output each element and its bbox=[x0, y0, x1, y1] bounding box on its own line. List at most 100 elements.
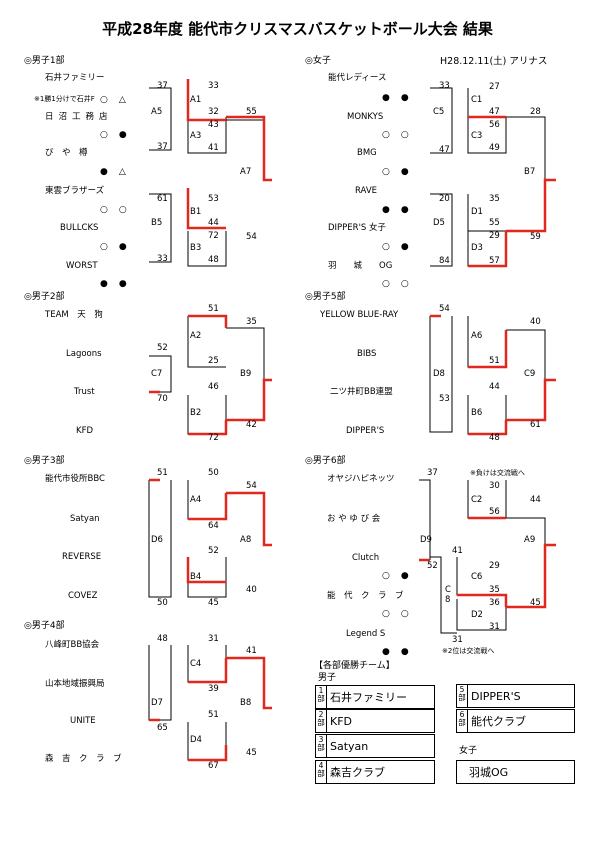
winners-title: 【各部優勝チーム】 bbox=[314, 661, 395, 671]
score: 47 bbox=[489, 107, 500, 117]
game-label: A1 bbox=[190, 95, 202, 105]
bracket-d6 bbox=[148, 480, 172, 598]
team-name: COVEZ bbox=[68, 591, 98, 601]
score: 35 bbox=[489, 585, 500, 595]
team-name: び や 樽 bbox=[45, 148, 88, 158]
team-name: BMG bbox=[357, 148, 377, 158]
score: 52 bbox=[208, 546, 219, 556]
team-name: お や ゆ び 会 bbox=[327, 514, 381, 524]
score: 56 bbox=[489, 120, 500, 130]
score: 35 bbox=[246, 317, 257, 327]
score: 51 bbox=[208, 304, 219, 314]
team-name: DIPPER'S bbox=[346, 426, 385, 436]
score: 37 bbox=[427, 468, 438, 478]
game-label: D3 bbox=[471, 243, 483, 253]
game-label: C 8 bbox=[445, 585, 451, 606]
winner-row-girls: 羽城OG bbox=[456, 760, 575, 784]
team-name: Clutch bbox=[352, 553, 380, 563]
score: 45 bbox=[246, 748, 257, 758]
win-b4 bbox=[186, 557, 226, 584]
score: 30 bbox=[489, 481, 500, 491]
section-men4: ◎男子4部 bbox=[24, 621, 65, 631]
score: 55 bbox=[246, 107, 257, 117]
bracket-b3 bbox=[187, 231, 227, 267]
winner-row: 1 部 石井ファミリー bbox=[315, 685, 435, 709]
team-name: Lagoons bbox=[66, 349, 102, 359]
score: 51 bbox=[157, 468, 168, 478]
win-b9 bbox=[226, 378, 272, 422]
score: 36 bbox=[489, 598, 500, 608]
game-label: A7 bbox=[240, 167, 252, 177]
team-name: 能代レディース bbox=[328, 73, 387, 83]
score: 33 bbox=[157, 254, 168, 264]
score: 64 bbox=[208, 521, 219, 531]
team-name: BULLCKS bbox=[60, 223, 99, 233]
team-name: WORST bbox=[66, 261, 98, 271]
score: 31 bbox=[489, 622, 500, 632]
record-marks: ○ ○ bbox=[382, 609, 410, 619]
score: 84 bbox=[439, 256, 450, 266]
score: 61 bbox=[530, 420, 541, 430]
win-a2 bbox=[188, 314, 228, 328]
game-label: D5 bbox=[433, 218, 445, 228]
team-name: Trust bbox=[74, 387, 95, 397]
winner-team: 石井ファミリー bbox=[330, 691, 407, 704]
score: 37 bbox=[157, 142, 168, 152]
winner-team: Satyan bbox=[330, 739, 369, 753]
score: 56 bbox=[489, 507, 500, 517]
game-label: C9 bbox=[524, 369, 536, 379]
bracket-c5 bbox=[430, 87, 453, 154]
game-label: D9 bbox=[420, 535, 432, 545]
bracket-a6 bbox=[467, 316, 506, 368]
bracket-c3 bbox=[467, 117, 507, 154]
team-name: BIBS bbox=[357, 349, 377, 359]
bracket-a5 bbox=[149, 87, 172, 151]
game-label: D8 bbox=[433, 369, 445, 379]
score: 41 bbox=[246, 646, 257, 656]
game-label: A8 bbox=[240, 535, 252, 545]
score: 42 bbox=[246, 420, 257, 430]
score: 57 bbox=[489, 256, 500, 266]
team-name: 森 吉 ク ラ ブ bbox=[45, 754, 122, 764]
team-name: 石井ファミリー bbox=[45, 73, 105, 83]
win-c6 bbox=[457, 593, 508, 607]
win-a6 bbox=[468, 330, 508, 369]
score: 29 bbox=[489, 561, 500, 571]
game-label: B3 bbox=[190, 243, 202, 253]
game-label: C6 bbox=[471, 572, 483, 582]
score: 70 bbox=[157, 394, 168, 404]
game-label: A3 bbox=[190, 131, 202, 141]
game-label: C1 bbox=[471, 95, 483, 105]
game-label: B7 bbox=[524, 167, 536, 177]
score: 32 bbox=[208, 107, 219, 117]
game-label: A2 bbox=[190, 331, 202, 341]
record-marks: ○ ● bbox=[100, 242, 128, 252]
game-label: D1 bbox=[471, 207, 483, 217]
game-label: C4 bbox=[190, 659, 202, 669]
win-a9 bbox=[506, 543, 556, 609]
game-label: A4 bbox=[190, 495, 202, 505]
bracket-d9 bbox=[419, 479, 431, 560]
game-label: D4 bbox=[190, 735, 202, 745]
bracket-c8 bbox=[430, 556, 457, 634]
team-name: KFD bbox=[76, 426, 94, 436]
team-name: TEAM 天 狗 bbox=[45, 310, 103, 320]
score: 53 bbox=[439, 394, 450, 404]
team-name: DIPPER'S 女子 bbox=[328, 223, 387, 233]
game-label: A6 bbox=[471, 331, 483, 341]
score: 53 bbox=[208, 194, 219, 204]
section-men5: ◎男子5部 bbox=[305, 292, 346, 302]
game-label: C3 bbox=[471, 131, 483, 141]
score: 50 bbox=[157, 598, 168, 608]
winner-team: 能代クラブ bbox=[471, 715, 526, 728]
win-a7 bbox=[226, 115, 272, 182]
score: 51 bbox=[208, 710, 219, 720]
record-marks: ○ ○ bbox=[382, 130, 410, 140]
team-name: オヤジハピネッツ bbox=[327, 474, 395, 484]
record-marks: ● ● bbox=[100, 279, 128, 289]
team-name: 東雲ブラザーズ bbox=[45, 186, 105, 196]
score: 54 bbox=[246, 232, 257, 242]
score: 27 bbox=[489, 82, 500, 92]
note-second-to-exchange: ※2位は交流戦へ bbox=[442, 647, 495, 655]
score: 45 bbox=[530, 598, 541, 608]
